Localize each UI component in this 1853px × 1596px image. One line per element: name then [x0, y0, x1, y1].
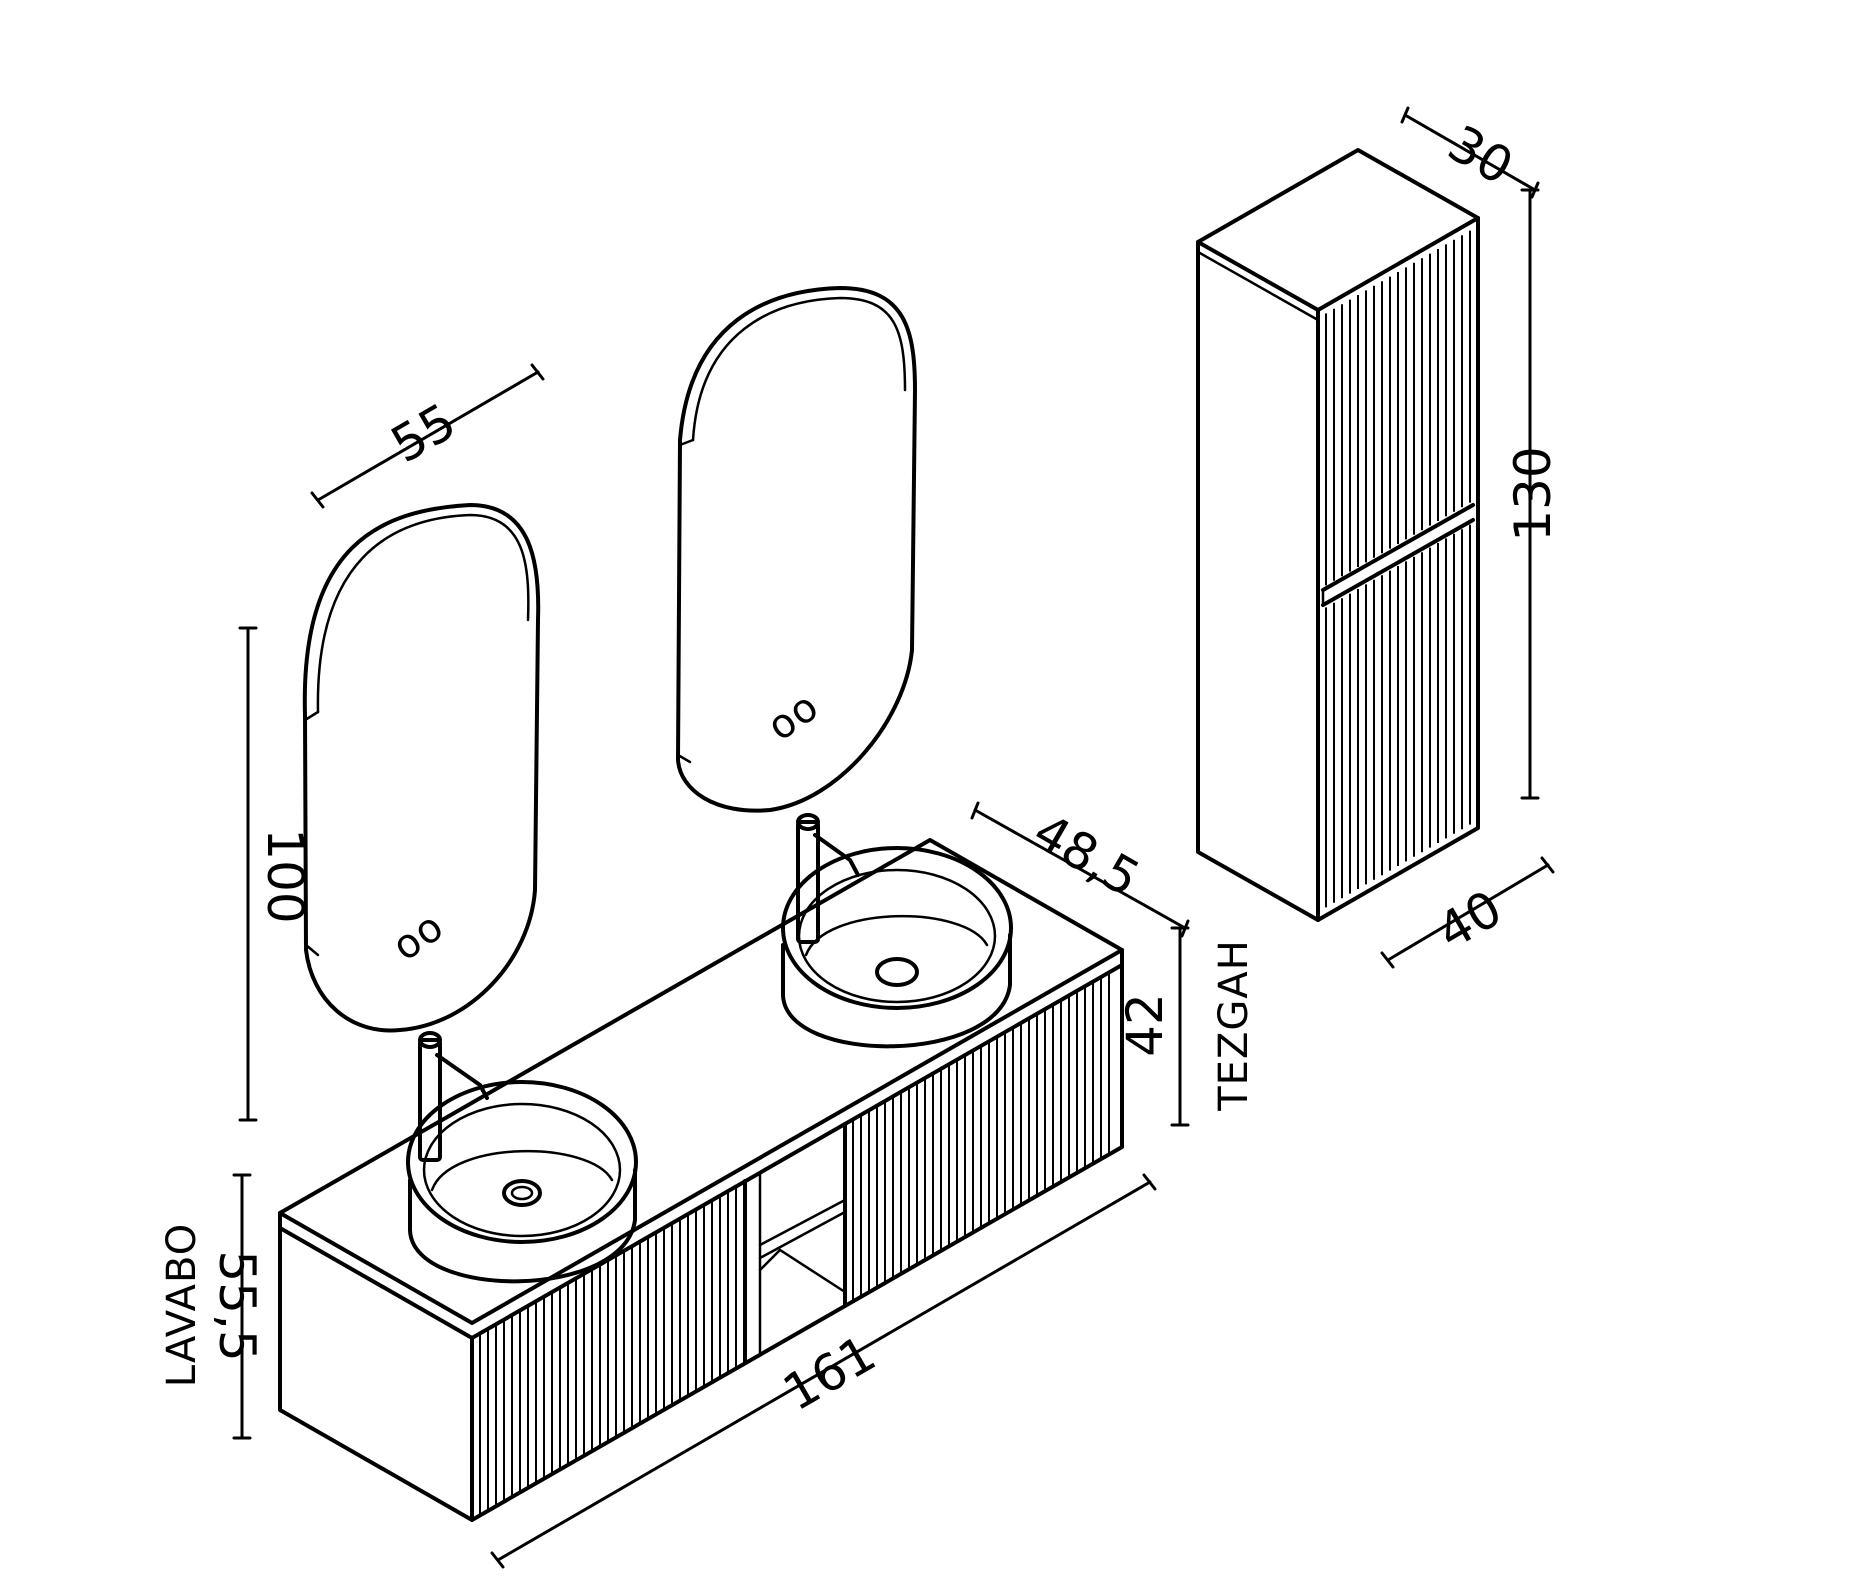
basin-height-label: 55,5	[208, 1250, 266, 1361]
tall-height-label: 130	[1504, 446, 1562, 541]
tall-cabinet	[1196, 148, 1480, 922]
counter-depth-label: 48,5	[1024, 802, 1149, 908]
tall-width-label: 40	[1427, 879, 1511, 961]
left-mirror: oo	[302, 503, 541, 1033]
left-basin	[406, 1031, 638, 1284]
right-mirror: oo	[676, 286, 917, 813]
fluted-drawer-fronts	[479, 972, 1110, 1516]
mirror-width-label: 55	[381, 392, 465, 474]
mirror-touch-icon: oo	[759, 683, 827, 750]
mirror-touch-icon: oo	[384, 903, 452, 970]
right-basin	[781, 813, 1013, 1049]
dimension-lines	[232, 106, 1555, 1569]
vanity-cabinet	[278, 838, 1124, 1522]
tall-cabinet-flutes	[1325, 230, 1471, 908]
basin-label: LAVABO	[159, 1223, 205, 1387]
tall-depth-label: 30	[1438, 114, 1522, 196]
counter-label: TEZGAH	[1211, 939, 1257, 1112]
counter-height-label: 42	[1116, 993, 1174, 1057]
mirror-height-label: 100	[256, 828, 314, 923]
